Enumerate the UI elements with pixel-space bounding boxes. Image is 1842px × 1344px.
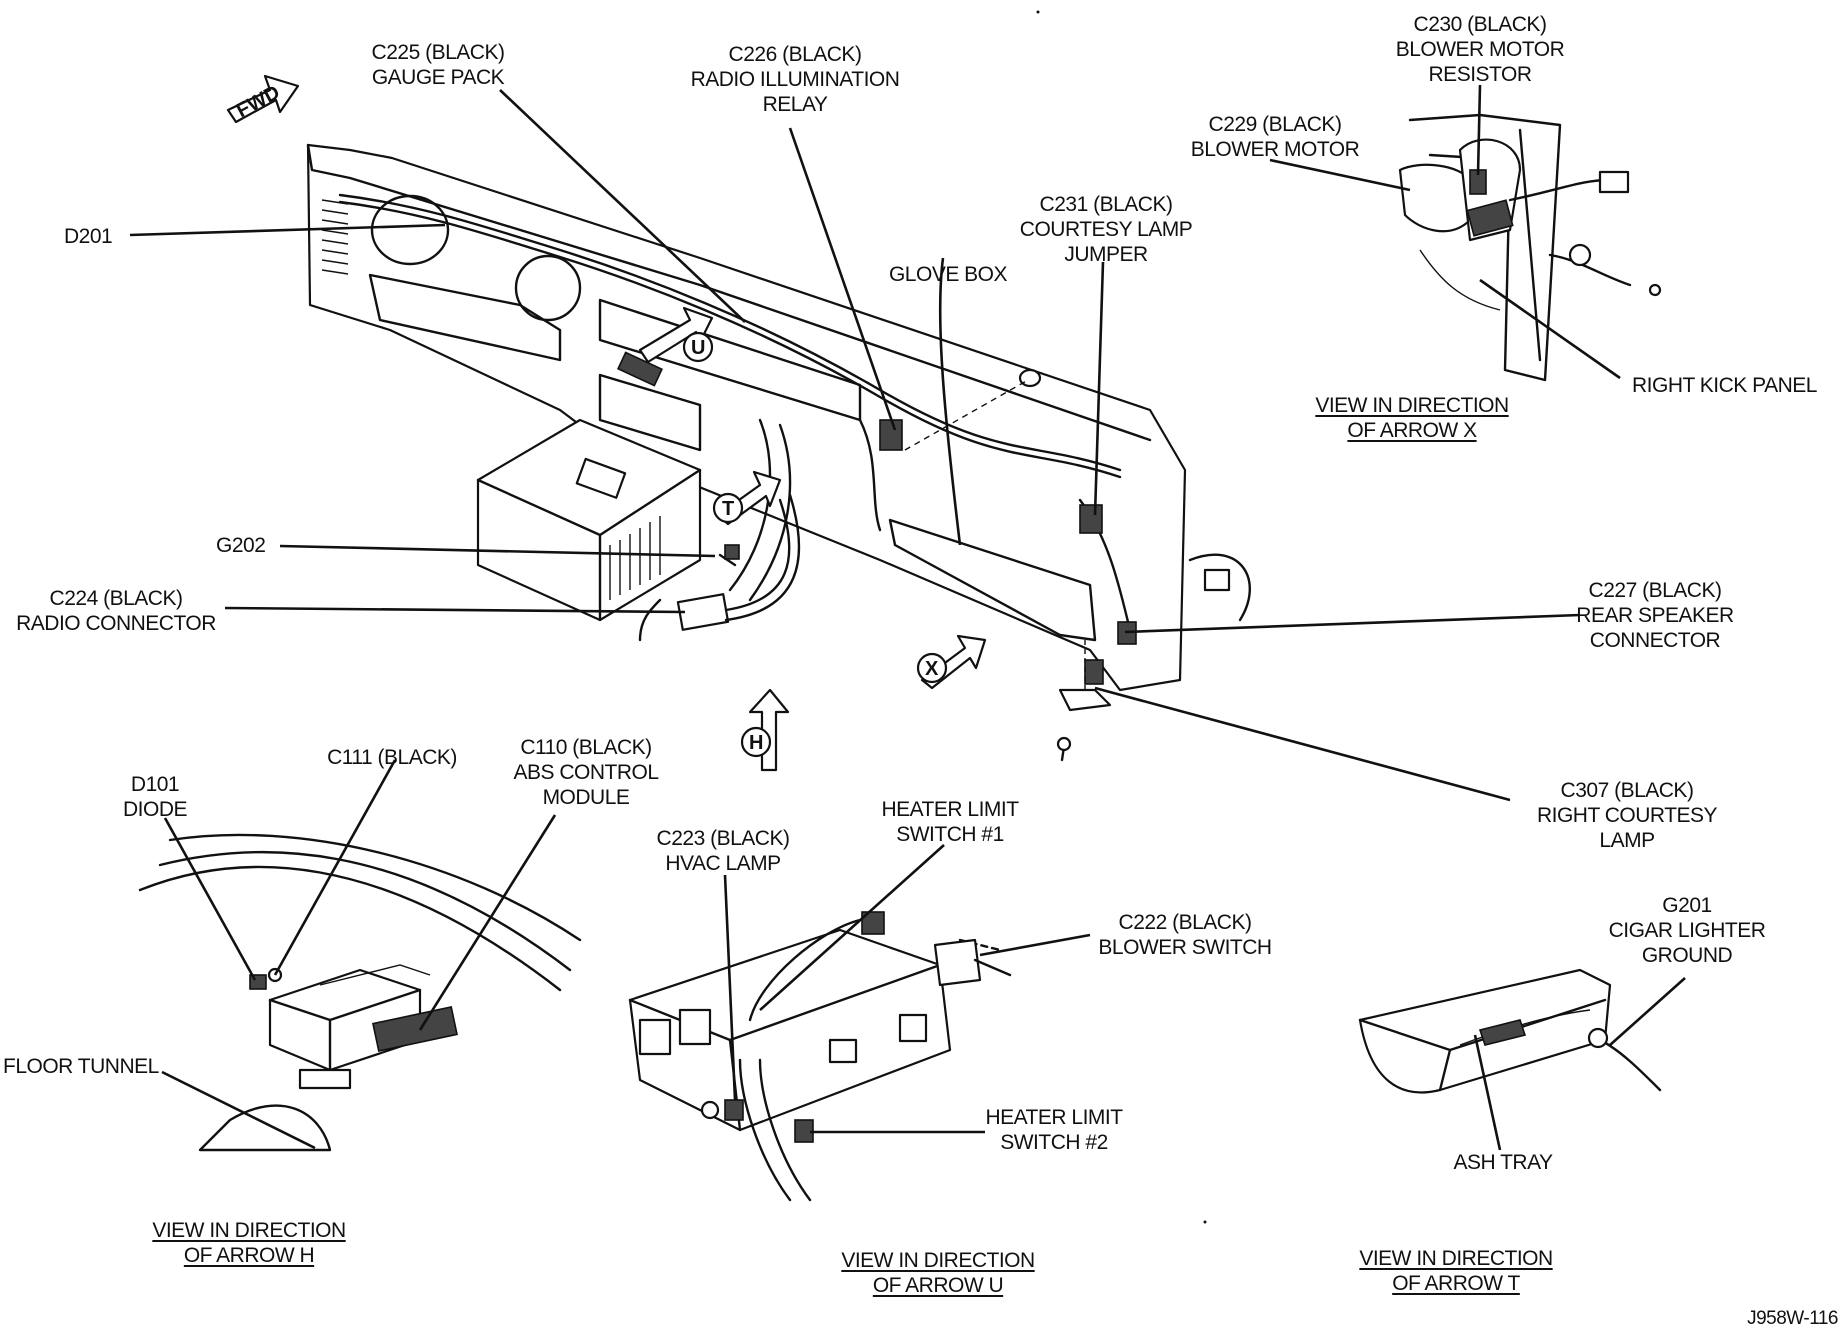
fwd-arrow-label: FWD <box>233 81 284 122</box>
label-floor-tunnel: FLOOR TUNNEL <box>3 1055 159 1078</box>
label-c224: C224 (BLACK)RADIO CONNECTOR <box>16 587 216 635</box>
radio-unit <box>476 418 801 642</box>
courtesy-lamp-bracket <box>1056 621 1137 762</box>
arrow-x-label: X <box>925 658 939 680</box>
label-c225: C225 (BLACK)GAUGE PACK <box>371 41 505 89</box>
arrow-u-icon: U <box>638 306 714 364</box>
fwd-arrow-icon: FWD <box>226 74 300 124</box>
label-c229: C229 (BLACK)BLOWER MOTOR <box>1190 113 1360 161</box>
arrow-h-label: H <box>749 732 763 754</box>
label-c111: C111 (BLACK) <box>327 746 457 769</box>
leader-lines <box>129 84 1686 1151</box>
arrow-t-label: T <box>722 498 734 520</box>
arrow-x-icon: X <box>916 634 987 690</box>
label-glove-box: GLOVE BOX <box>888 263 1008 286</box>
label-d201: D201 <box>64 225 113 248</box>
view-t-illustration <box>1358 968 1662 1094</box>
view-u-illustration <box>628 911 1012 1202</box>
instrument-panel <box>306 143 1251 692</box>
arrow-u-label: U <box>691 337 705 359</box>
label-right-kick-panel: RIGHT KICK PANEL <box>1632 374 1817 397</box>
label-g202: G202 <box>216 534 266 557</box>
label-c222: C222 (BLACK)BLOWER SWITCH <box>1098 911 1272 959</box>
view-h-illustration <box>138 833 582 1152</box>
figure-code: J958W-116 <box>1747 1308 1838 1329</box>
arrow-h-icon: H <box>740 688 790 772</box>
view-x-illustration <box>1398 113 1662 382</box>
arrow-t-icon: T <box>712 470 782 526</box>
label-ash-tray: ASH TRAY <box>1453 1151 1553 1174</box>
label-c223: C223 (BLACK)HVAC LAMP <box>656 827 790 875</box>
